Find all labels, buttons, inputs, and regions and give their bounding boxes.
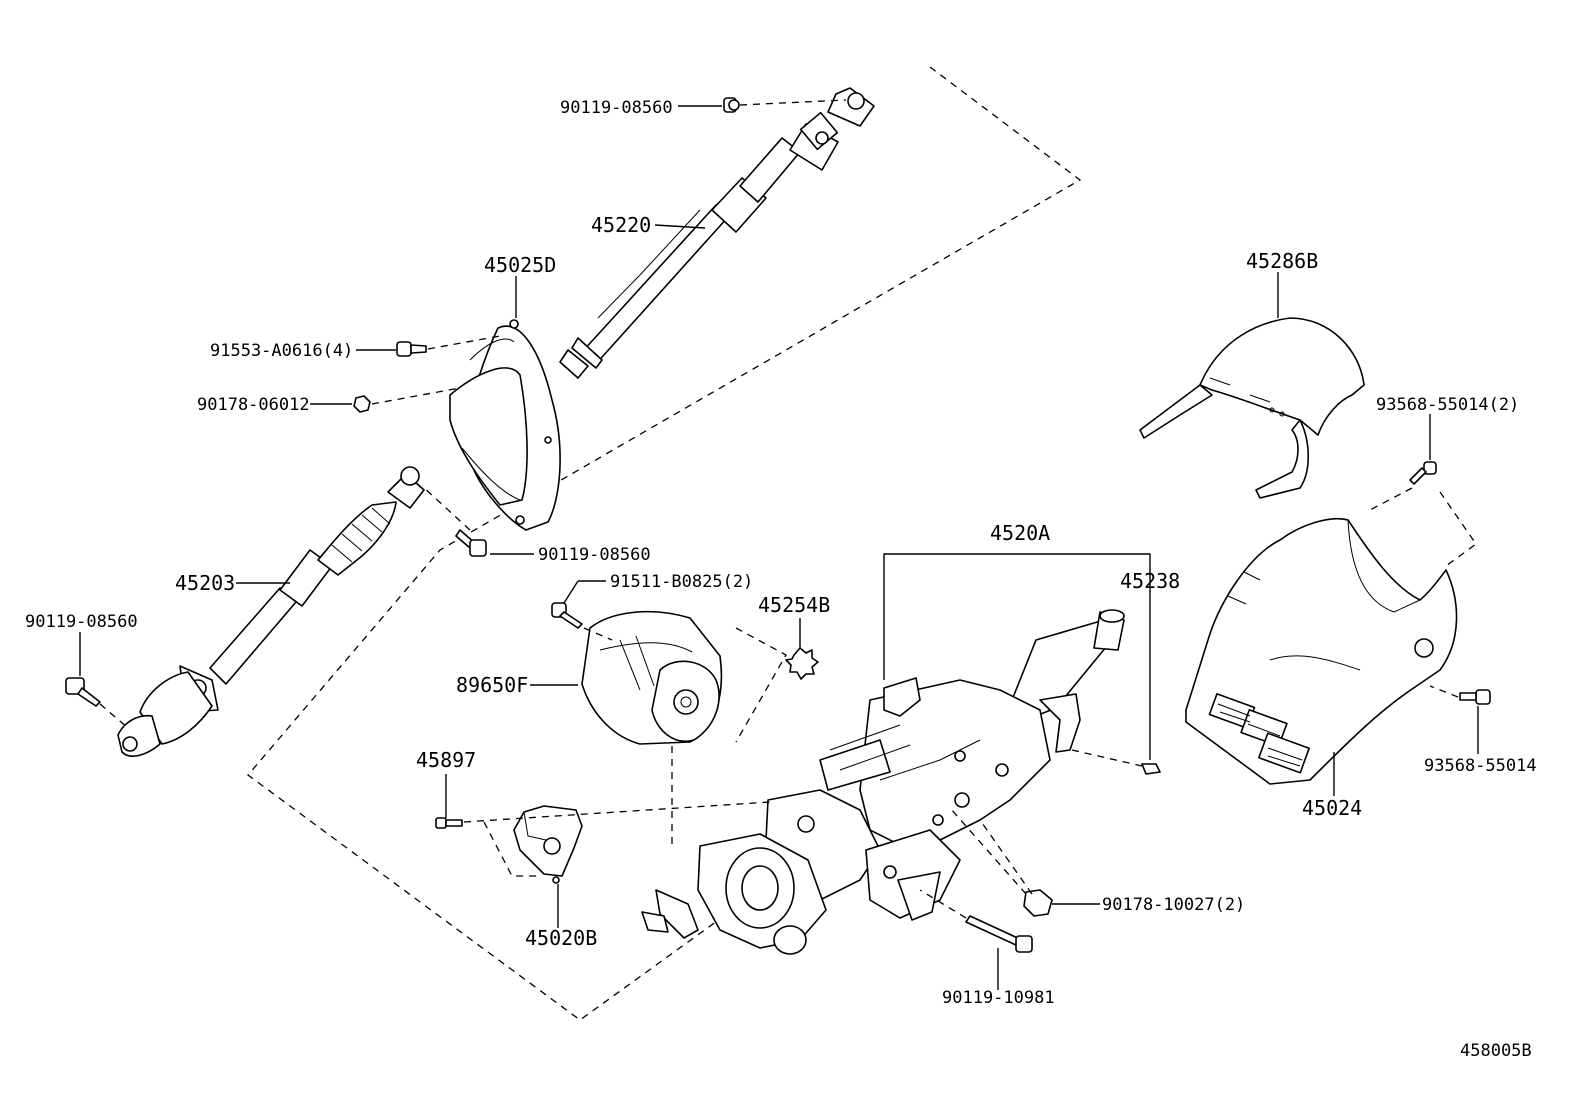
label-screw-cover: 93568-55014 bbox=[1424, 756, 1537, 776]
steering-column-4520A bbox=[641, 609, 1125, 955]
upper-cover-45286B bbox=[1139, 317, 1365, 499]
motor-89650F bbox=[581, 610, 723, 745]
label-clip: 45238 bbox=[1120, 569, 1180, 593]
leader-lines bbox=[79, 99, 1479, 990]
label-motor: 89650F bbox=[456, 673, 528, 697]
label-bolt-top: 90119-08560 bbox=[560, 98, 673, 118]
label-shaft-lower: 45203 bbox=[175, 571, 235, 595]
lower-shaft-45203 bbox=[117, 466, 425, 757]
label-bolt-column: 90119-10981 bbox=[942, 988, 1055, 1008]
label-bracket: 45020B bbox=[525, 926, 597, 950]
label-bolt-mid: 90119-08560 bbox=[538, 545, 651, 565]
upper-shaft-45220 bbox=[559, 87, 875, 379]
screw-small-icon bbox=[435, 817, 463, 829]
nut-column-icon bbox=[1023, 889, 1053, 917]
bolt-column-icon bbox=[965, 915, 1033, 953]
label-nut-column: 90178-10027(2) bbox=[1102, 895, 1245, 915]
label-cover-upper: 45286B bbox=[1246, 249, 1318, 273]
label-gear: 45254B bbox=[758, 593, 830, 617]
cover-plate-45025D bbox=[449, 319, 561, 531]
screw-plate-icon bbox=[396, 341, 427, 357]
gear-45254B bbox=[785, 647, 819, 680]
bolt-top-icon bbox=[723, 97, 740, 113]
assembly-boundary bbox=[247, 66, 1082, 1021]
label-screw-small: 45897 bbox=[416, 748, 476, 772]
lower-cover-45024 bbox=[1185, 517, 1458, 785]
nut-plate-icon bbox=[353, 395, 371, 413]
label-shaft-upper: 45220 bbox=[591, 213, 651, 237]
label-cover-plate: 45025D bbox=[484, 253, 556, 277]
label-screw-plate: 91553-A0616(4) bbox=[210, 341, 353, 361]
bolt-left-icon bbox=[65, 677, 101, 707]
label-screw-motor: 91511-B0825(2) bbox=[610, 572, 753, 592]
diagram-id: 458005B bbox=[1460, 1041, 1532, 1061]
label-bolt-left: 90119-08560 bbox=[25, 612, 138, 632]
clip-icon bbox=[1141, 763, 1161, 775]
bolt-mid-icon bbox=[455, 529, 487, 557]
bracket-45020B bbox=[513, 805, 583, 884]
screw-cover-icon bbox=[1459, 689, 1491, 705]
screw-cover-2-icon bbox=[1409, 461, 1437, 485]
label-screw-cover-2: 93568-55014(2) bbox=[1376, 395, 1519, 415]
label-column-assy: 4520A bbox=[990, 521, 1050, 545]
screw-motor-icon bbox=[551, 602, 583, 629]
label-cover-lower: 45024 bbox=[1302, 796, 1362, 820]
label-nut-plate: 90178-06012 bbox=[197, 395, 310, 415]
